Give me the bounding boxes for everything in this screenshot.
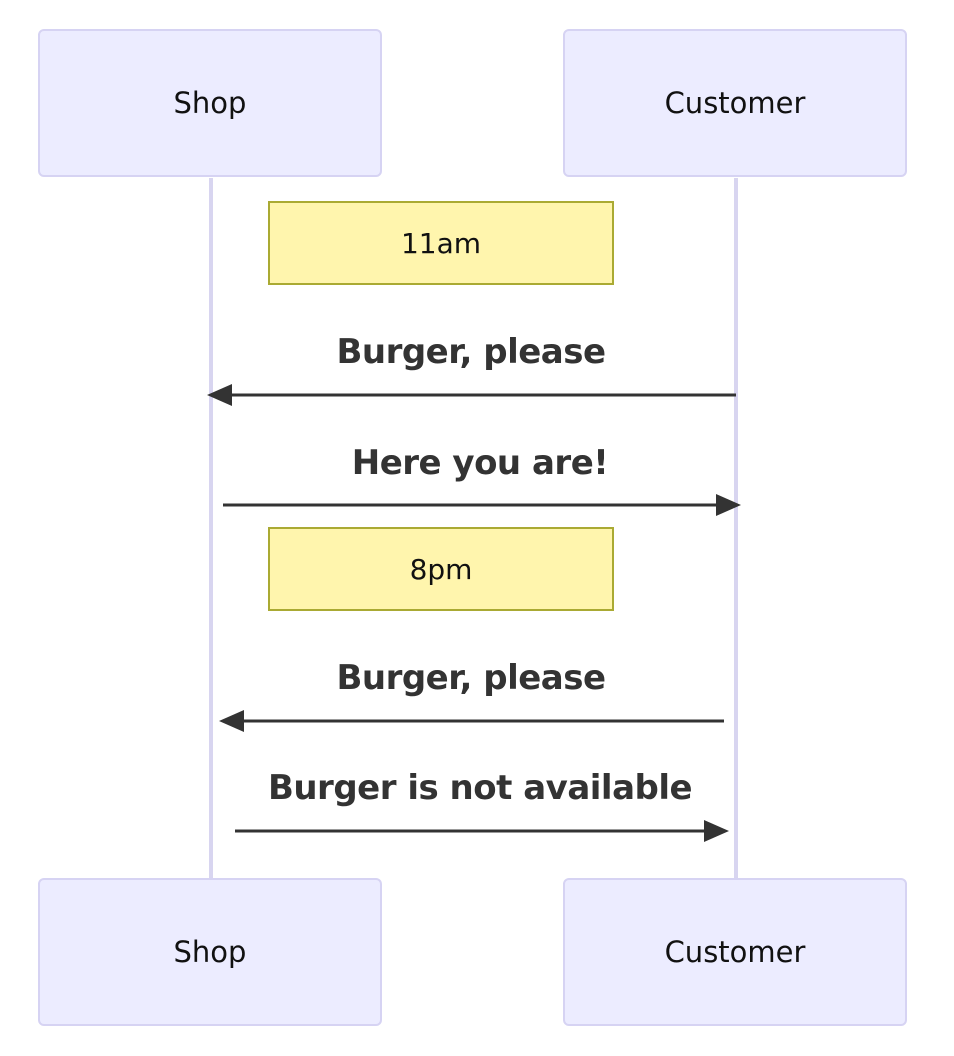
lifeline-customer bbox=[734, 178, 738, 878]
message-arrow-4 bbox=[235, 820, 729, 842]
note-11am-label: 11am bbox=[400, 226, 482, 260]
lifeline-shop bbox=[209, 178, 213, 878]
message-arrow-2 bbox=[223, 494, 741, 516]
note-8pm: 8pm bbox=[268, 527, 614, 611]
actor-shop-bottom: Shop bbox=[38, 878, 382, 1026]
message-arrow-3 bbox=[219, 710, 724, 732]
message-label-3: Burger, please bbox=[336, 658, 606, 698]
actor-customer-bottom: Customer bbox=[563, 878, 907, 1026]
message-label-2: Here you are! bbox=[351, 443, 609, 483]
actor-customer-bottom-label: Customer bbox=[664, 935, 806, 969]
note-8pm-label: 8pm bbox=[409, 552, 473, 586]
message-label-4: Burger is not available bbox=[267, 768, 693, 808]
actor-shop-bottom-label: Shop bbox=[173, 935, 247, 969]
actor-shop-top-label: Shop bbox=[173, 86, 247, 120]
note-11am: 11am bbox=[268, 201, 614, 285]
actor-shop-top: Shop bbox=[38, 29, 382, 177]
actor-customer-top: Customer bbox=[563, 29, 907, 177]
message-arrow-1 bbox=[207, 384, 736, 406]
actor-customer-top-label: Customer bbox=[664, 86, 806, 120]
message-label-1: Burger, please bbox=[336, 332, 606, 372]
